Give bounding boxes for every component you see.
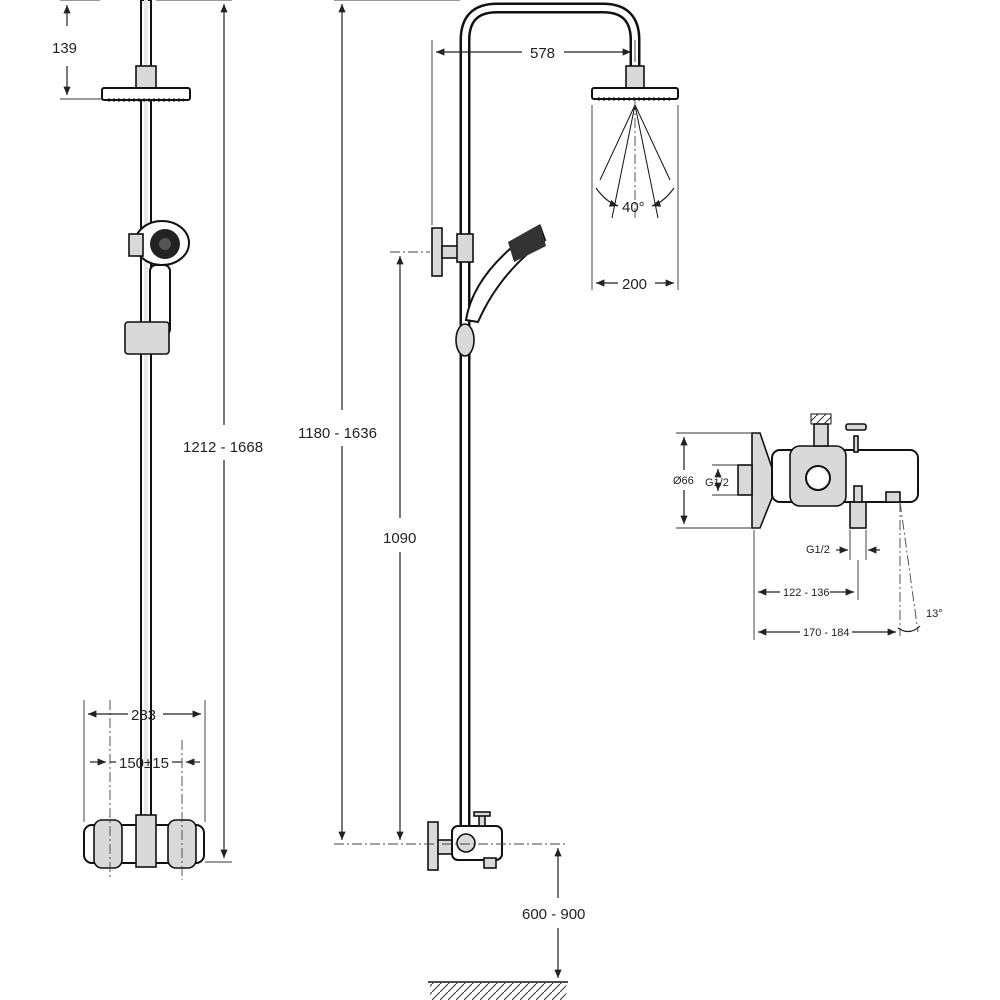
dim-head-diameter: 200 [622, 276, 647, 293]
detail-dim-depth-short: 122 - 136 [783, 587, 829, 599]
side-wall-bracket [431, 227, 474, 277]
detail-dim-angle: 13° [926, 608, 943, 620]
front-shower-head [101, 87, 191, 101]
dim-left-total-height: 1212 - 1668 [183, 439, 263, 456]
side-riser-arch-pipe [459, 2, 641, 836]
dim-outlet-height: 1090 [383, 530, 416, 547]
front-slider-bracket [124, 321, 170, 355]
detail-dim-thread-bottom: G1/2 [806, 544, 830, 556]
dim-valve-width: 283 [131, 707, 156, 724]
dim-valve-centers: 150±15 [119, 755, 169, 772]
side-hand-shower [455, 224, 547, 357]
detail-dim-depth-long: 170 - 184 [803, 627, 849, 639]
dim-head-drop: 139 [52, 40, 77, 57]
detail-wall-flange [751, 432, 773, 529]
dim-spray-angle: 40° [622, 199, 645, 216]
side-shower-head [591, 87, 679, 100]
bath-mixer-detail-view: Ø66 G1/2 G1/2 122 - 136 170 - 184 13° [673, 413, 943, 640]
detail-dim-diameter: Ø66 [673, 475, 694, 487]
dim-arm-reach: 578 [530, 45, 555, 62]
front-hand-shower [128, 220, 190, 336]
front-head-connector [135, 65, 157, 89]
detail-dim-thread-left: G1/2 [705, 477, 729, 489]
side-view: 40° 200 578 [298, 0, 679, 1000]
front-thermostatic-valve [83, 814, 205, 869]
front-view: 139 1212 - 1668 283 150±15 [52, 0, 263, 880]
side-mixer-valve [427, 811, 503, 871]
dim-mount-height: 600 - 900 [522, 906, 585, 923]
dim-right-total-height: 1180 - 1636 [298, 425, 377, 442]
floor-hatch [428, 981, 568, 1000]
